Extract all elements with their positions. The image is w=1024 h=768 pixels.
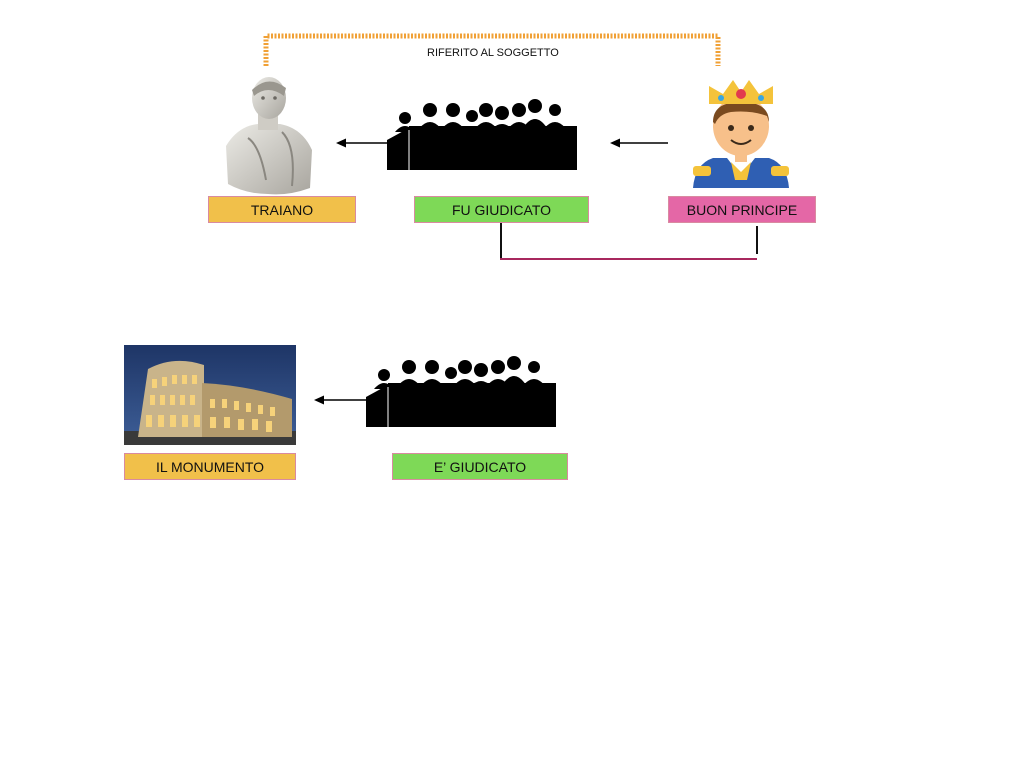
jury-silhouette-icon-2 (366, 356, 556, 427)
il-monumento-label: IL MONUMENTO (124, 453, 296, 480)
fu-giudicato-label: FU GIUDICATO (414, 196, 589, 223)
jury-silhouette-icon (387, 99, 577, 170)
e-giudicato-label: E’ GIUDICATO (392, 453, 568, 480)
prince-icon (693, 80, 789, 188)
buon-principe-label: BUON PRINCIPE (668, 196, 816, 223)
bracket-caption: RIFERITO AL SOGGETTO (427, 47, 559, 59)
traiano-label: TRAIANO (208, 196, 356, 223)
trajan-bust-image (226, 77, 312, 195)
colosseum-image (124, 345, 296, 445)
